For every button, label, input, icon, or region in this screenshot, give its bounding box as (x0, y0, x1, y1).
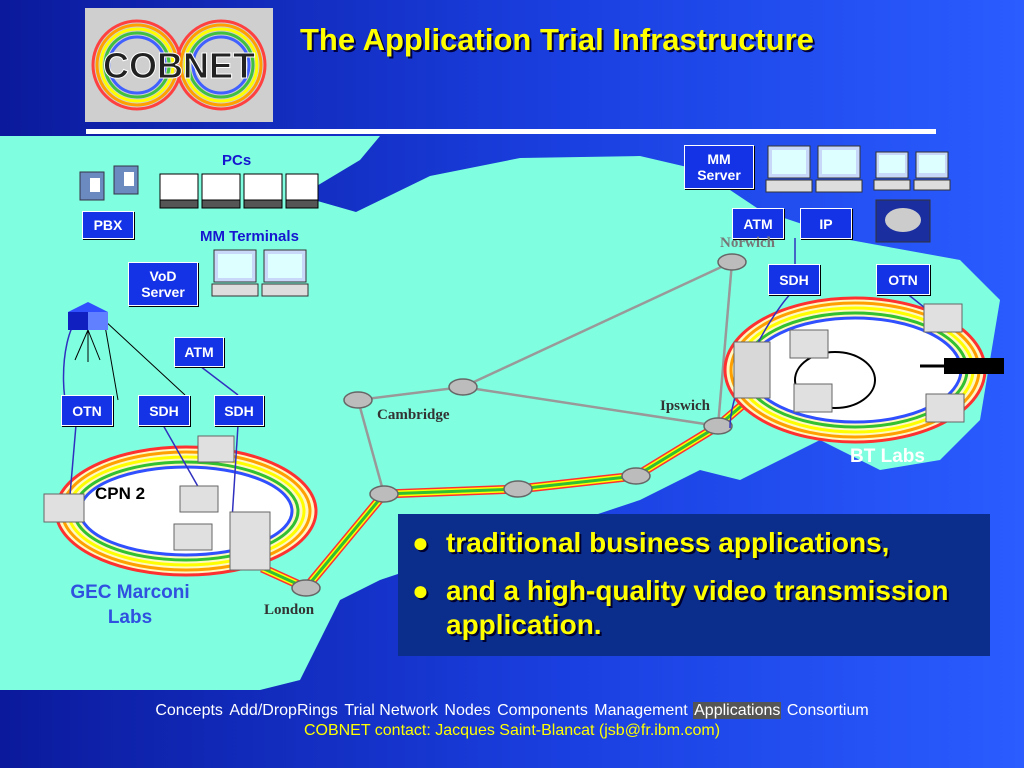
city-cambridge: Cambridge (377, 407, 450, 423)
nav-link-management[interactable]: Management (594, 702, 688, 719)
nav-link-nodes[interactable]: Nodes (444, 702, 491, 719)
atm-box-right: ATM (732, 208, 784, 239)
footer: Concepts Add/DropRings Trial Network Nod… (0, 702, 1024, 740)
connector-plug (944, 358, 1004, 374)
bt-labs-label: BT Labs (850, 446, 925, 467)
bullet-item: ● and a high-quality video transmission … (412, 574, 986, 642)
otn-box-left: OTN (61, 395, 113, 426)
mm-terminals-label: MM Terminals (200, 228, 299, 245)
bullet-item: ● traditional business applications, (412, 526, 986, 560)
title-divider (86, 129, 936, 134)
bullet-text: traditional business applications, (446, 527, 890, 558)
city-nodes (291, 253, 747, 597)
network-map (0, 136, 1004, 690)
vod-server-box: VoD Server (128, 262, 198, 306)
pcs-label: PCs (222, 152, 252, 169)
nav-link-concepts[interactable]: Concepts (155, 702, 223, 719)
nav-link-applications[interactable]: Applications (693, 702, 782, 719)
telephone-icons (79, 165, 139, 201)
cpn2-label: CPN 2 (95, 484, 146, 503)
bullet-dot-icon: ● (412, 527, 429, 558)
sdh-box-left-2: SDH (214, 395, 264, 426)
nav-link-add-drop-rings[interactable]: Add/DropRings (229, 702, 338, 719)
pc-terminals (159, 173, 319, 209)
bullet-dot-icon: ● (412, 575, 429, 606)
nav-link-consortium[interactable]: Consortium (786, 702, 869, 719)
nav-link-components[interactable]: Components (497, 702, 588, 719)
nav-link-trial-network[interactable]: Trial Network (344, 702, 438, 719)
ip-box-right: IP (800, 208, 852, 239)
city-london: London (264, 602, 315, 618)
logo-text: COBNET (103, 45, 255, 86)
gec-marconi-labs-label: GEC Marconi Labs (70, 582, 190, 628)
mm-terminal-monitors (211, 249, 309, 297)
network-switches (43, 303, 965, 571)
video-monitor-icon (875, 199, 931, 243)
sdh-box-left-1: SDH (138, 395, 190, 426)
slide-title: The Application Trial Infrastructure (300, 22, 814, 57)
footer-contact: COBNET contact: Jacques Saint-Blancat (j… (303, 722, 721, 739)
city-ipswich: Ipswich (660, 398, 711, 414)
bullet-panel: ● traditional business applications, ● a… (398, 514, 990, 656)
mm-server-box: MM Server (684, 145, 754, 189)
otn-box-right: OTN (876, 264, 930, 295)
city-norwich: Norwich (720, 235, 775, 251)
bullet-text: and a high-quality video transmission ap… (446, 575, 949, 640)
pbx-box: PBX (82, 211, 134, 239)
sdh-box-right: SDH (768, 264, 820, 295)
atm-box-left: ATM (174, 337, 224, 367)
video-camera-icon (68, 302, 108, 330)
footer-nav: Concepts Add/DropRings Trial Network Nod… (0, 702, 1024, 720)
grey-links (356, 260, 734, 495)
mm-server-monitors (765, 145, 951, 193)
cobnet-logo: COBNET (85, 8, 273, 122)
